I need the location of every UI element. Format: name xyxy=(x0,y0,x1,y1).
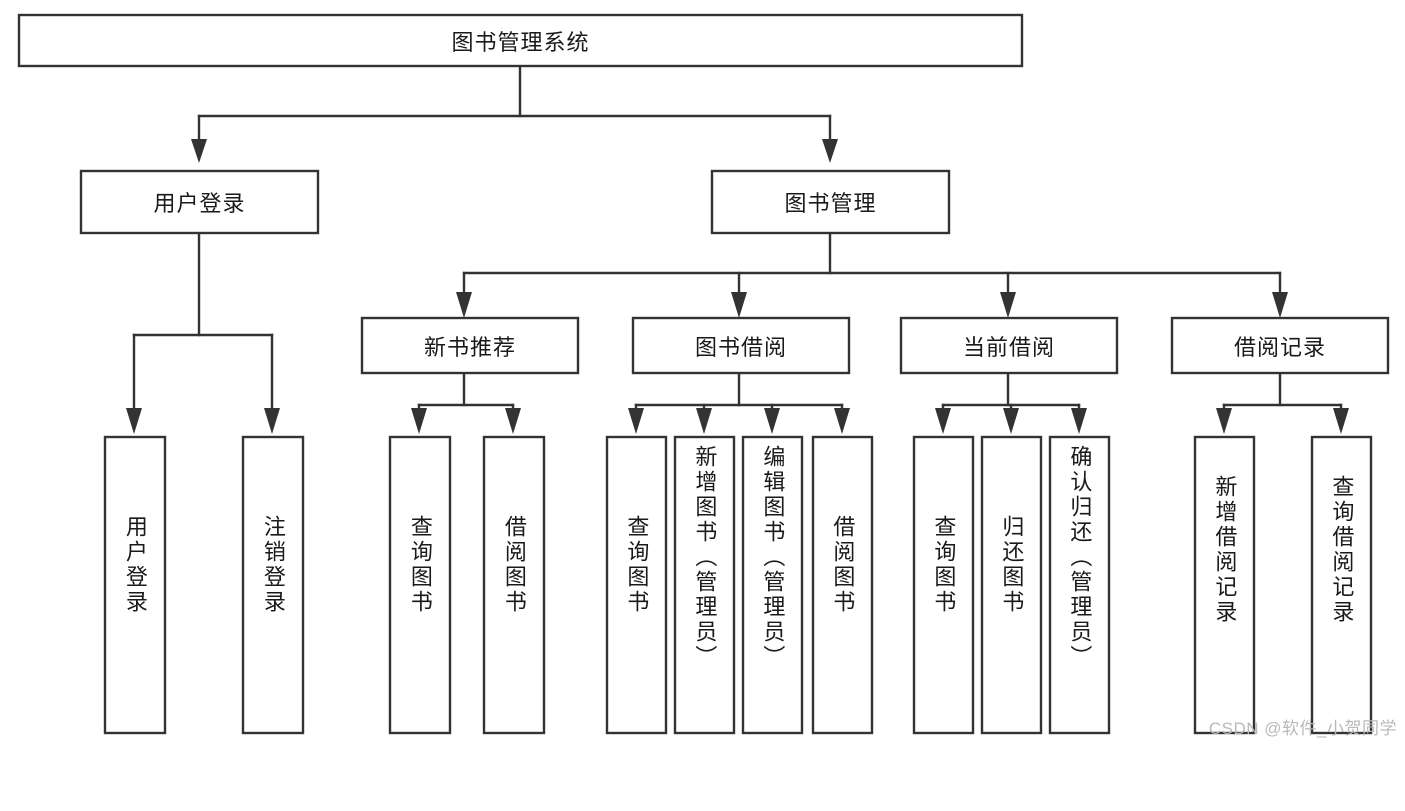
edge-group-user-login-to-leaves xyxy=(126,231,280,434)
arrow-user-login-to-leaf2 xyxy=(264,408,280,434)
node-user-login[interactable] xyxy=(79,169,320,235)
arrow-bookborrow-to-leaf8 xyxy=(834,408,850,434)
arrow-bm-to-currentborrow xyxy=(1000,292,1016,318)
edge-group-root-to-level2 xyxy=(191,64,838,163)
node-current-borrow[interactable] xyxy=(899,316,1119,375)
arrow-root-to-book-manage xyxy=(822,139,838,163)
node-leaf-logout-login[interactable] xyxy=(241,435,305,735)
node-leaf-borrow-book[interactable] xyxy=(811,435,874,735)
node-leaf-add-borrow-record[interactable] xyxy=(1193,435,1256,735)
flowchart-canvas: 图书管理系统 用户登录 图书管理 新书推荐 图书借阅 当前借阅 借阅记录 用户登… xyxy=(17,13,1396,738)
flowchart-svg xyxy=(17,13,1390,735)
edge-group-borrowrecord-to-leaves xyxy=(1216,371,1349,434)
arrow-currentborrow-to-leaf10 xyxy=(1003,408,1019,434)
edge-group-bookborrow-to-leaves xyxy=(628,371,850,434)
arrow-borrowrecord-to-leaf12 xyxy=(1216,408,1232,434)
node-leaf-query-book-current[interactable] xyxy=(912,435,975,735)
arrow-bookborrow-to-leaf5 xyxy=(628,408,644,434)
arrow-borrowrecord-to-leaf13 xyxy=(1333,408,1349,434)
node-leaf-query-borrow-record[interactable] xyxy=(1310,435,1373,735)
node-root[interactable] xyxy=(17,13,1024,68)
arrow-bm-to-bookborrow xyxy=(731,292,747,318)
node-leaf-confirm-return-admin[interactable] xyxy=(1048,435,1111,735)
node-leaf-edit-book-admin[interactable] xyxy=(741,435,804,735)
node-leaf-query-book-new[interactable] xyxy=(388,435,452,735)
node-leaf-query-book-borrow[interactable] xyxy=(605,435,668,735)
node-book-manage[interactable] xyxy=(710,169,951,235)
arrow-currentborrow-to-leaf11 xyxy=(1071,408,1087,434)
node-borrow-record[interactable] xyxy=(1170,316,1390,375)
arrow-user-login-to-leaf1 xyxy=(126,408,142,434)
node-new-book-recommend[interactable] xyxy=(360,316,580,375)
arrow-root-to-user-login xyxy=(191,139,207,163)
edge-group-currentborrow-to-leaves xyxy=(935,371,1087,434)
arrow-bm-to-borrowrecord xyxy=(1272,292,1288,318)
arrow-newbook-to-leaf3 xyxy=(411,408,427,434)
node-leaf-borrow-book-new[interactable] xyxy=(482,435,546,735)
node-leaf-user-login[interactable] xyxy=(103,435,167,735)
arrow-bm-to-newbook xyxy=(456,292,472,318)
arrow-bookborrow-to-leaf7 xyxy=(764,408,780,434)
arrow-bookborrow-to-leaf6 xyxy=(696,408,712,434)
node-leaf-return-book[interactable] xyxy=(980,435,1043,735)
edge-group-book-manage-to-level3 xyxy=(456,231,1288,318)
node-leaf-add-book-admin[interactable] xyxy=(673,435,736,735)
edge-group-newbook-to-leaves xyxy=(411,371,521,434)
arrow-currentborrow-to-leaf9 xyxy=(935,408,951,434)
arrow-newbook-to-leaf4 xyxy=(505,408,521,434)
node-book-borrow[interactable] xyxy=(631,316,851,375)
